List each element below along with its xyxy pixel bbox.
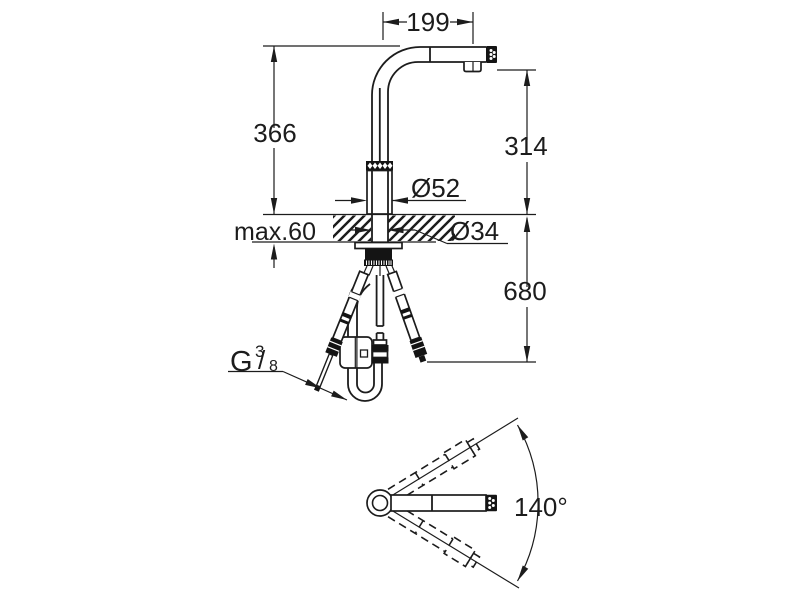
nut-knurl-ticks <box>366 260 392 265</box>
dim-d34-label: Ø34 <box>450 216 499 246</box>
coupling-body <box>371 350 389 359</box>
thread-label-slash: / <box>258 345 266 375</box>
hose-connector <box>409 336 428 359</box>
mounting-shank <box>371 214 389 243</box>
countertop <box>252 213 536 243</box>
dim-366-label: 366 <box>253 118 296 148</box>
hose-body <box>331 270 370 343</box>
swivel-position-upper <box>387 437 481 503</box>
hose-body <box>386 270 421 342</box>
hose-break <box>348 291 361 302</box>
thread-label-numerator: 3 <box>255 342 264 361</box>
dim-140deg-label: 140° <box>514 492 568 522</box>
coupling-band-top <box>371 345 389 352</box>
dim-199-label: 199 <box>406 7 449 37</box>
angle-arc <box>516 424 539 582</box>
dimension-spout-to-deck: 314 <box>497 69 548 214</box>
dimension-height: 366 <box>253 45 400 214</box>
thread-label-g: G <box>230 346 253 378</box>
faucet-spout <box>371 46 497 170</box>
hose-connector <box>325 337 343 357</box>
mounting-washer <box>354 241 403 250</box>
weight-split <box>354 337 358 368</box>
dim-max60-label: max.60 <box>234 218 316 246</box>
knurl-pattern <box>367 162 393 169</box>
dimension-base-diameter: Ø52 <box>335 173 466 204</box>
dim-680-label: 680 <box>503 276 546 306</box>
dimension-deck-thickness: max.60 <box>234 218 316 268</box>
dim-d52-label: Ø52 <box>411 173 460 203</box>
spray-face-dots <box>489 49 496 60</box>
arm-spray-dots <box>488 497 495 509</box>
thread-tip <box>418 354 427 363</box>
hose-fanout <box>362 265 397 276</box>
hose-weight <box>339 336 373 369</box>
angle-legs <box>391 417 520 589</box>
dimension-shank-diameter: Ø34 <box>351 216 508 246</box>
coupling-collar <box>372 339 388 346</box>
thread-stud <box>315 352 334 388</box>
faucet-base <box>366 161 393 243</box>
dim-314-label: 314 <box>504 131 547 161</box>
mounting-hardware <box>354 241 403 276</box>
base-circle-outer <box>366 489 394 517</box>
hose-break <box>392 288 406 298</box>
weight-clip <box>359 349 369 358</box>
thread-label-denominator: 8 <box>269 358 278 375</box>
top-view-swivel: 140° <box>366 417 568 589</box>
coupling-band-bottom <box>371 357 389 364</box>
mounting-nut <box>365 248 392 260</box>
base-circle-inner <box>371 494 389 512</box>
spout-inner-edge <box>387 61 486 170</box>
spout-arm-top-view <box>390 494 487 512</box>
swivel-position-lower <box>387 503 481 569</box>
supply-hose-right <box>386 270 428 363</box>
arm-spray-cap <box>486 494 497 512</box>
countertop-hatch-left <box>333 215 371 241</box>
dimension-thread-size: G 3 / 8 <box>228 342 349 403</box>
dimension-hose-drop: 680 <box>427 216 547 363</box>
supply-hose-left <box>314 270 370 392</box>
pullout-hose-upper <box>371 275 389 364</box>
base-inner-lines <box>371 170 389 214</box>
hose-centre <box>375 275 385 340</box>
spout-outer-edge <box>371 46 486 170</box>
dimension-spout-reach: 199 <box>382 7 474 44</box>
